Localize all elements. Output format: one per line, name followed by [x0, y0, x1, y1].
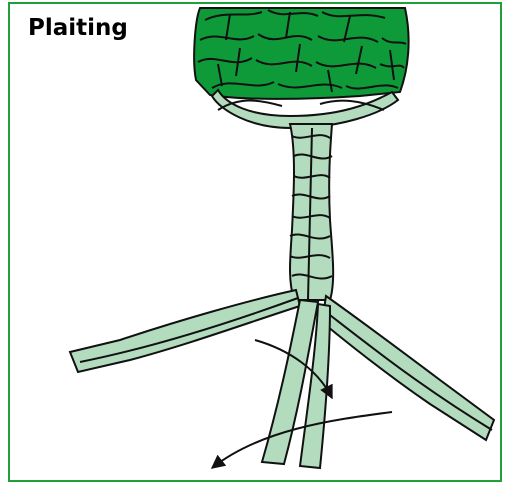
diagram-title: Plaiting — [28, 12, 168, 44]
green-bundle — [194, 8, 408, 99]
center-strands — [262, 300, 330, 468]
left-strands — [70, 290, 300, 372]
braid — [290, 124, 333, 300]
